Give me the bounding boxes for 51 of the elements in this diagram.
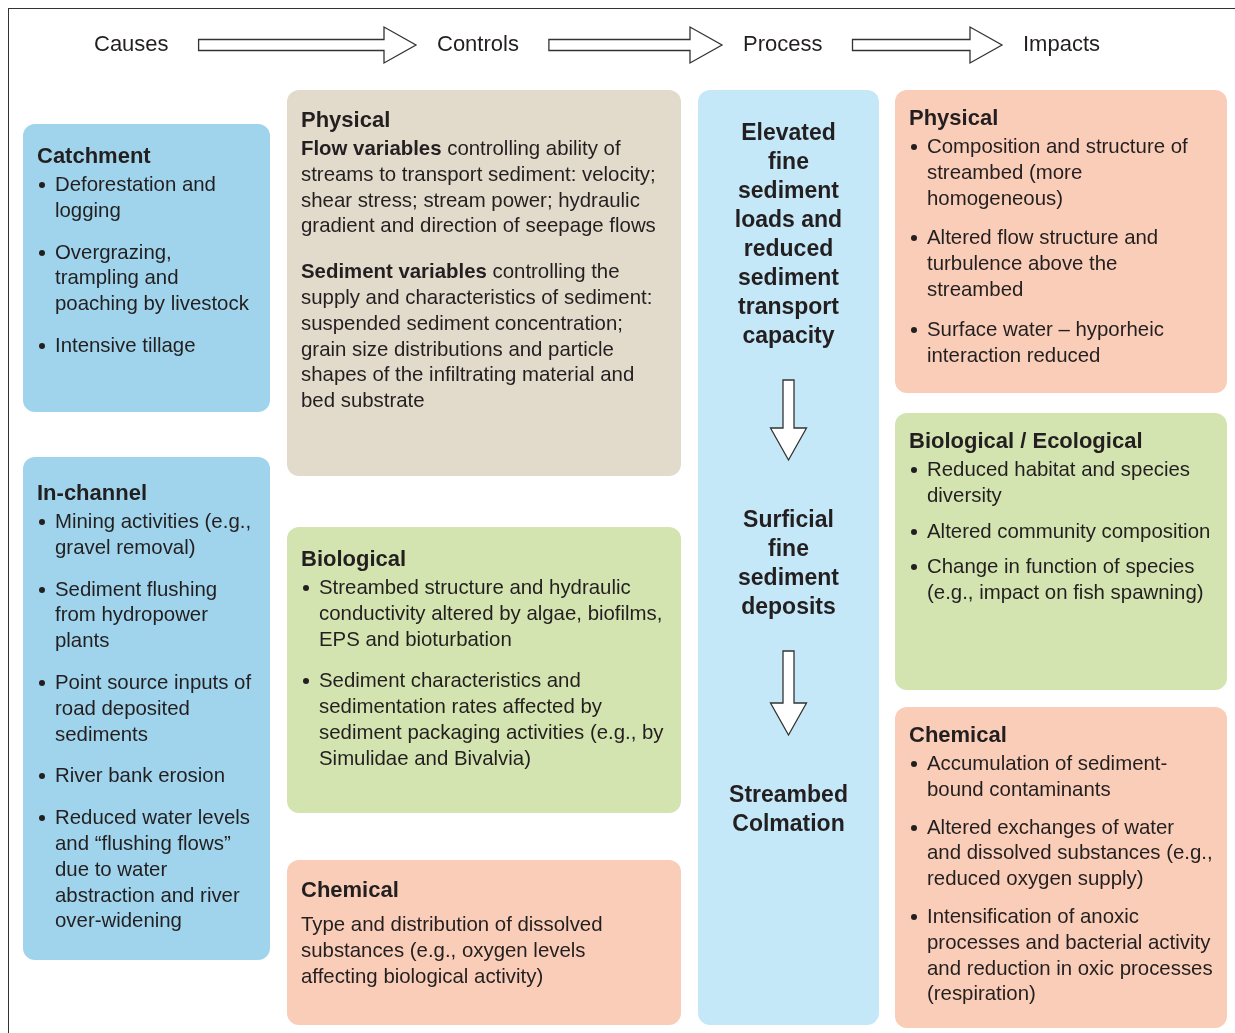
block-arrow bbox=[851, 25, 1004, 65]
card-heading: Biological / Ecological bbox=[909, 427, 1143, 455]
bullet-text: Reduced habitat and species diversity bbox=[927, 457, 1191, 508]
impact-card bbox=[895, 90, 1227, 393]
card-heading: Biological bbox=[301, 545, 407, 573]
paragraph-text: Sediment variables controlling the supply and characteristics of sediment: suspended sediment concentration; grain size distributions and particle shapes of the infiltrating material and bed substrate bbox=[301, 259, 654, 414]
bullet-text: Point source inputs of road deposited sediments bbox=[55, 670, 253, 747]
process-step: Surficial fine sediment deposits bbox=[720, 505, 857, 621]
column-heading: Impacts bbox=[1023, 31, 1101, 57]
bullet-text: Intensive tillage bbox=[55, 333, 197, 358]
column-heading: Causes bbox=[94, 31, 169, 57]
process-band bbox=[698, 90, 879, 1025]
bullet-text: Altered flow structure and turbulence above the streambed bbox=[927, 225, 1160, 302]
block-arrow bbox=[197, 25, 418, 65]
cause-card bbox=[23, 124, 270, 412]
column-heading: Process bbox=[743, 31, 823, 57]
process-step: Streambed Colmation bbox=[720, 780, 857, 838]
bullet-text: Altered community composition bbox=[927, 518, 1212, 544]
bullet-text: Intensification of anoxic processes and bacterial activity and reduction in oxic processes (respiration) bbox=[927, 904, 1213, 1007]
bullet-text: Reduced water levels and “flushing flows” due to water abstraction and river over-widening bbox=[55, 805, 251, 934]
card-heading: In-channel bbox=[37, 479, 147, 507]
card-heading: Chemical bbox=[301, 876, 399, 904]
control-card bbox=[287, 527, 681, 813]
bullet-text: Deforestation and logging bbox=[55, 172, 217, 223]
card-heading: Chemical bbox=[909, 721, 1007, 749]
bullet-text: Sediment characteristics and sedimentation rates affected by sediment packaging activities (e.g., by Simulidae and Bivalvia) bbox=[319, 668, 665, 771]
block-arrow bbox=[769, 379, 808, 462]
bullet-text: Mining activities (e.g., gravel removal) bbox=[55, 509, 253, 560]
impact-card bbox=[895, 707, 1227, 1028]
block-arrow bbox=[548, 25, 724, 65]
bullet-text: Overgrazing, trampling and poaching by livestock bbox=[55, 239, 250, 317]
control-card bbox=[287, 860, 681, 1025]
process-step: Elevated fine sediment loads and reduced sediment transport capacity bbox=[720, 118, 857, 350]
column-heading: Controls bbox=[437, 31, 519, 57]
card-heading: Physical bbox=[301, 106, 391, 134]
cause-card bbox=[23, 457, 270, 960]
bullet-text: Accumulation of sediment-bound contaminants bbox=[927, 751, 1169, 802]
control-card bbox=[287, 90, 681, 476]
card-heading: Physical bbox=[909, 104, 999, 132]
block-arrow bbox=[769, 650, 808, 737]
bullet-text: Streambed structure and hydraulic conductivity altered by algae, biofilms, EPS and bioturbation bbox=[319, 575, 664, 652]
bullet-text: Sediment flushing from hydropower plants bbox=[55, 576, 219, 654]
card-heading: Catchment bbox=[37, 142, 151, 170]
bullet-text: River bank erosion bbox=[55, 763, 226, 789]
paragraph-text: Flow variables controlling ability of streams to transport sediment: velocity; shear stress; stream power; hydraulic gradient and direction of seepage flows bbox=[301, 136, 657, 239]
impact-card bbox=[895, 413, 1227, 690]
paragraph-text: Type and distribution of dissolved substances (e.g., oxygen levels affecting biological activity) bbox=[301, 912, 604, 989]
bullet-text: Surface water – hyporheic interaction reduced bbox=[927, 316, 1165, 368]
bullet-text: Altered exchanges of water and dissolved substances (e.g., reduced oxygen supply) bbox=[927, 814, 1213, 892]
bullet-text: Composition and structure of streambed (more homogeneous) bbox=[927, 134, 1189, 211]
bullet-text: Change in function of species (e.g., impact on fish spawning) bbox=[927, 554, 1205, 606]
